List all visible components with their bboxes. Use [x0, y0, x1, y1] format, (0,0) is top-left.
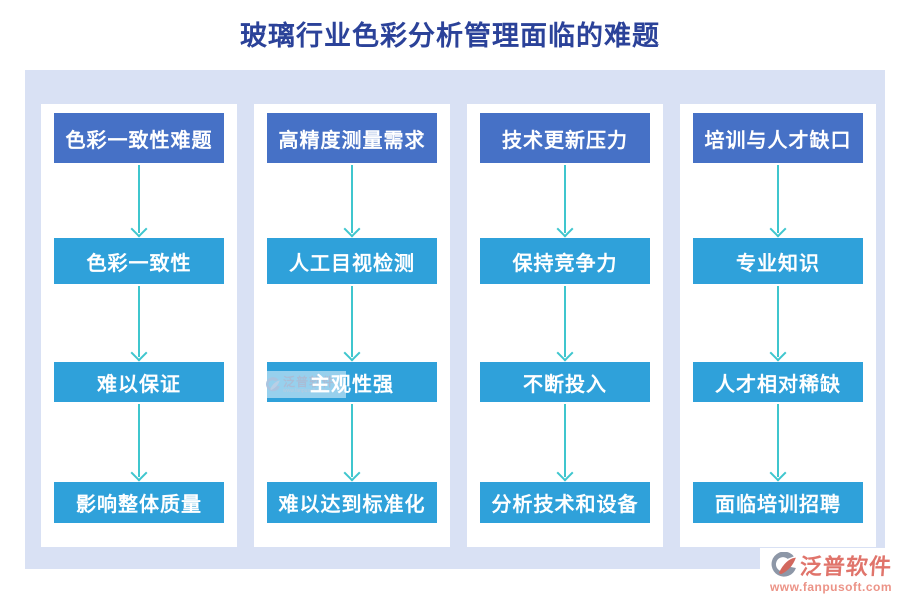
- step-box: 面临培训招聘: [693, 482, 863, 523]
- fanpu-logo-icon: [768, 551, 798, 579]
- down-arrow-icon: [480, 284, 650, 362]
- column-header: 高精度测量需求: [267, 113, 437, 163]
- down-arrow-icon: [54, 284, 224, 362]
- page-title: 玻璃行业色彩分析管理面临的难题: [240, 21, 660, 51]
- down-arrow-icon: [693, 284, 863, 362]
- step-box: 保持竞争力: [480, 238, 650, 284]
- brand-logo-text: 泛普软件: [799, 554, 893, 579]
- watermark-url-text: www.fanpusoft.com: [283, 387, 327, 394]
- step-box: 人工目视检测: [267, 238, 437, 284]
- brand-url-link[interactable]: www.fanpusoft.com: [769, 580, 892, 594]
- step-box: 影响整体质量: [54, 482, 224, 523]
- down-arrow-icon: [54, 402, 224, 482]
- step-box: 难以达到标准化: [267, 482, 437, 523]
- step-box: 难以保证: [54, 362, 224, 402]
- step-box: 色彩一致性: [54, 238, 224, 284]
- fanpu-logo-icon: [264, 376, 281, 393]
- down-arrow-icon: [267, 402, 437, 482]
- column-panel-measurement: 高精度测量需求 人工目视检测 主观性强 难以达到标准化: [254, 104, 450, 547]
- column-header: 色彩一致性难题: [54, 113, 224, 163]
- diagram-board: 色彩一致性难题 色彩一致性 难以保证 影响整体质量 高精度测量需求 人工目视检测…: [25, 70, 885, 569]
- column-header: 培训与人才缺口: [693, 113, 863, 163]
- column-header: 技术更新压力: [480, 113, 650, 163]
- step-box: 不断投入: [480, 362, 650, 402]
- down-arrow-icon: [267, 284, 437, 362]
- step-box: 人才相对稀缺: [693, 362, 863, 402]
- down-arrow-icon: [267, 163, 437, 238]
- watermark: 泛普软件 www.fanpusoft.com: [262, 371, 346, 398]
- column-panel-technology: 技术更新压力 保持竞争力 不断投入 分析技术和设备: [467, 104, 663, 547]
- down-arrow-icon: [480, 402, 650, 482]
- down-arrow-icon: [54, 163, 224, 238]
- down-arrow-icon: [480, 163, 650, 238]
- step-box: 专业知识: [693, 238, 863, 284]
- watermark-logo-text: 泛普软件: [283, 374, 336, 389]
- step-box: 分析技术和设备: [480, 482, 650, 523]
- brand-logo: 泛普软件 www.fanpusoft.com: [760, 548, 898, 594]
- down-arrow-icon: [693, 402, 863, 482]
- column-panel-talent: 培训与人才缺口 专业知识 人才相对稀缺 面临培训招聘: [680, 104, 876, 547]
- down-arrow-icon: [693, 163, 863, 238]
- column-panel-color-consistency: 色彩一致性难题 色彩一致性 难以保证 影响整体质量: [41, 104, 237, 547]
